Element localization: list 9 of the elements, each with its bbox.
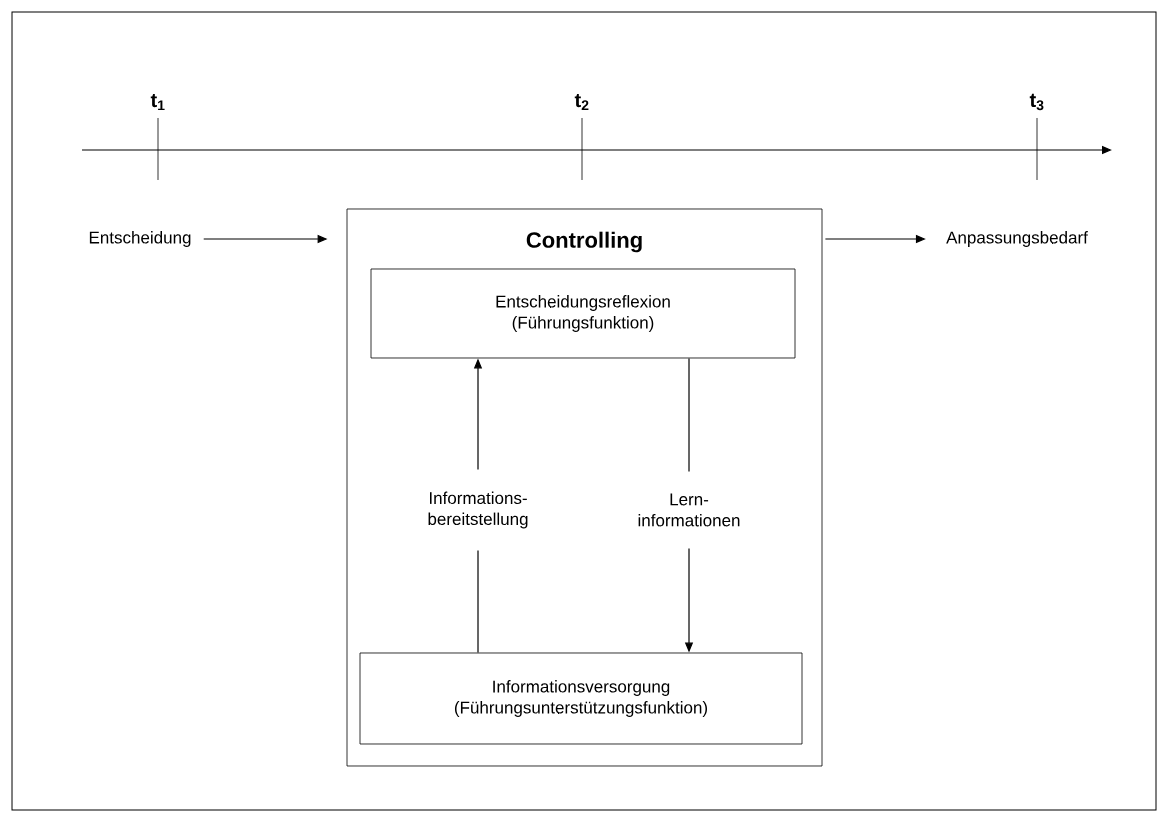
text-label: Entscheidung [89, 231, 191, 247]
time-label: t$_{2}$ [574, 93, 589, 111]
edge-label: Lern- informationen [622, 471, 756, 549]
function-box: Entscheidungsreflexion (Führungsfunktion) [370, 268, 796, 359]
edge-label: Informations- bereitstellung [411, 469, 545, 551]
time-label: t$_{1}$ [150, 93, 165, 111]
text-label: Anpassungsbedarf [946, 231, 1088, 247]
function-box: Informationsversorgung (Führungsunterstützungsfunktion) [359, 652, 803, 745]
time-label: t$_{3}$ [1029, 93, 1044, 111]
